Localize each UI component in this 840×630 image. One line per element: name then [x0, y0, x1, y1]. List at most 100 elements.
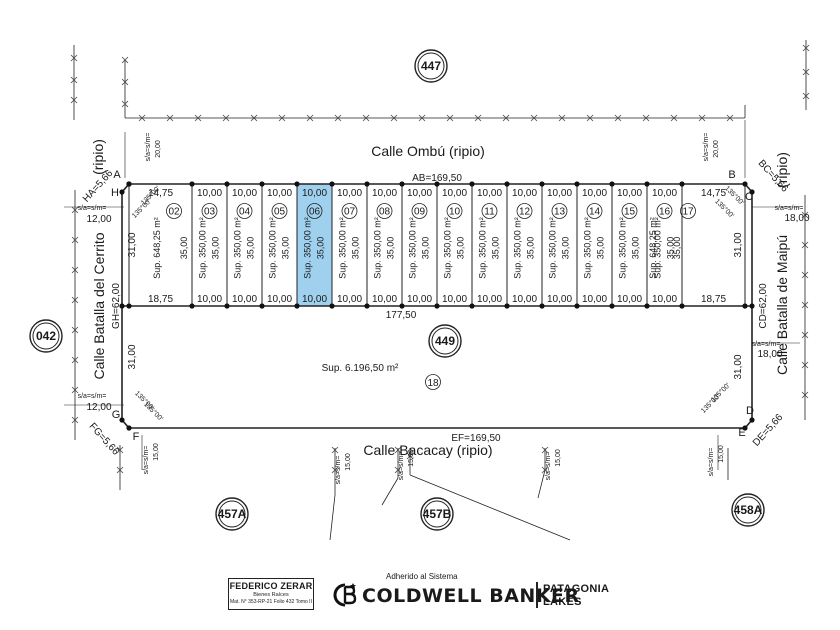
fence-x-mark: [70, 76, 78, 84]
lot-area: Sup. 350,00 m²: [548, 217, 558, 279]
fence-x-mark: [801, 241, 809, 249]
sam-label: s/a=s/m=: [703, 133, 710, 162]
lot-18-number: 18: [427, 378, 439, 389]
lot-frontage-bottom: 10,00: [372, 294, 397, 305]
sam-label: s/a=s/m=: [752, 341, 781, 348]
corner-B: B: [728, 169, 735, 181]
sam-value: 12,00: [86, 402, 111, 413]
lot-frontage-bottom: 10,00: [582, 294, 607, 305]
lot-frontage-top: 10,00: [407, 188, 432, 199]
lot-frontage-bottom: 10,00: [302, 294, 327, 305]
corner-D: D: [746, 405, 754, 417]
lot-number-circle: [411, 203, 428, 219]
side-DE: DE=5,66: [751, 412, 786, 449]
vertex-dot: [126, 425, 132, 431]
vertex-dot: [224, 181, 230, 187]
block-457A-inner-ring: [218, 500, 246, 528]
sam-label: s/a=s/m=: [143, 446, 150, 475]
lot-area: Sup. 350,00 m²: [338, 217, 348, 279]
lot-frontage-top: 10,00: [547, 188, 572, 199]
vertex-dot: [539, 303, 545, 309]
vertex-dot: [294, 181, 300, 187]
vertex-dot: [259, 181, 265, 187]
fence-x-mark: [250, 114, 258, 122]
vertex-dot: [189, 303, 195, 309]
fence-x-mark: [394, 466, 402, 474]
lot-depth: 35,00: [316, 237, 326, 260]
lot-area: Sup. 350,00 m²: [233, 217, 243, 279]
sam-value: 15,00: [718, 445, 725, 463]
side-CD: CD=62,00: [758, 283, 769, 329]
fence-x-mark: [71, 206, 79, 214]
vertex-dot: [749, 189, 755, 195]
vertex-dot: [119, 189, 125, 195]
vertex-dot: [749, 303, 755, 309]
lot-number: 14: [589, 207, 601, 218]
sam-label: s/a=s/m=: [335, 456, 342, 485]
block-458A: 458A: [734, 503, 763, 517]
vertex-dot: [399, 303, 405, 309]
vertex-dot: [504, 181, 510, 187]
fence-x-mark: [558, 114, 566, 122]
fence-x-mark: [698, 114, 706, 122]
vertex-dot: [539, 181, 545, 187]
lot-area: Sup. 350,00 m²: [583, 217, 593, 279]
fence-x-mark: [71, 296, 79, 304]
lot-number: 13: [554, 207, 566, 218]
sam-value: 15,00: [345, 453, 352, 471]
lot-number: 03: [204, 207, 216, 218]
lot-number: 10: [449, 207, 461, 218]
block-042: 042: [36, 329, 56, 343]
side-FG: FG=5,66: [87, 421, 122, 458]
vertex-dot: [434, 181, 440, 187]
corner-angle: 135°00': [142, 400, 164, 422]
fence-x-mark: [331, 466, 339, 474]
vertex-dot: [126, 181, 132, 187]
lot-frontage-top: 10,00: [337, 188, 362, 199]
block-457B-ring: [420, 497, 454, 531]
lot-depth: 35,00: [179, 237, 189, 260]
vertex-dot: [364, 303, 370, 309]
lot-depth: 35,00: [561, 237, 571, 260]
fence-x-mark: [390, 114, 398, 122]
lot-area: Sup. 350,00 m²: [513, 217, 523, 279]
fence-x-mark: [801, 271, 809, 279]
lot-frontage-bottom: 10,00: [267, 294, 292, 305]
vertex-dot: [574, 181, 580, 187]
corner-angle: 135°00': [699, 392, 721, 414]
fence-x-mark: [801, 331, 809, 339]
sam-value: 15,00: [408, 449, 415, 467]
vertex-dot: [609, 303, 615, 309]
vertex-dot: [742, 181, 748, 187]
lot-18-area: Sup. 6.196,50 m²: [322, 363, 399, 374]
fence-x-mark: [362, 114, 370, 122]
lot-area: Sup. 350,00 m²: [443, 217, 453, 279]
fence-x-mark: [71, 236, 79, 244]
lot-depth: 35,00: [281, 237, 291, 260]
lot-frontage-bottom: 10,00: [197, 294, 222, 305]
lot-number-circle: [271, 203, 288, 219]
sam-label: s/a=s/m=: [145, 133, 152, 162]
block-457B: 457B: [423, 507, 452, 521]
fence-x-mark: [166, 114, 174, 122]
vertex-dot: [119, 417, 125, 423]
agent-registration: Mat. N° 353-RP-21 Folio 432 Tomo II: [230, 598, 312, 605]
fence-x-mark: [802, 44, 810, 52]
sam-value: 12,00: [86, 214, 111, 225]
fence-x-mark: [726, 114, 734, 122]
lot-depth: 35,00: [672, 237, 682, 260]
lot-frontage-bottom: 10,00: [547, 294, 572, 305]
lot-frontage-top: 14,75: [701, 188, 726, 199]
fence-x-mark: [530, 114, 538, 122]
corner-angle: 135°00': [723, 184, 745, 206]
fence-x-mark: [70, 96, 78, 104]
vertex-dot: [224, 303, 230, 309]
lot-depth: 35,00: [246, 237, 256, 260]
lot-frontage-top: 10,00: [582, 188, 607, 199]
vertex-dot: [364, 181, 370, 187]
fence-x-mark: [138, 114, 146, 122]
lot-depth: 35,00: [456, 237, 466, 260]
lot-frontage-top: 10,00: [232, 188, 257, 199]
lot-number-circle: [306, 203, 323, 219]
